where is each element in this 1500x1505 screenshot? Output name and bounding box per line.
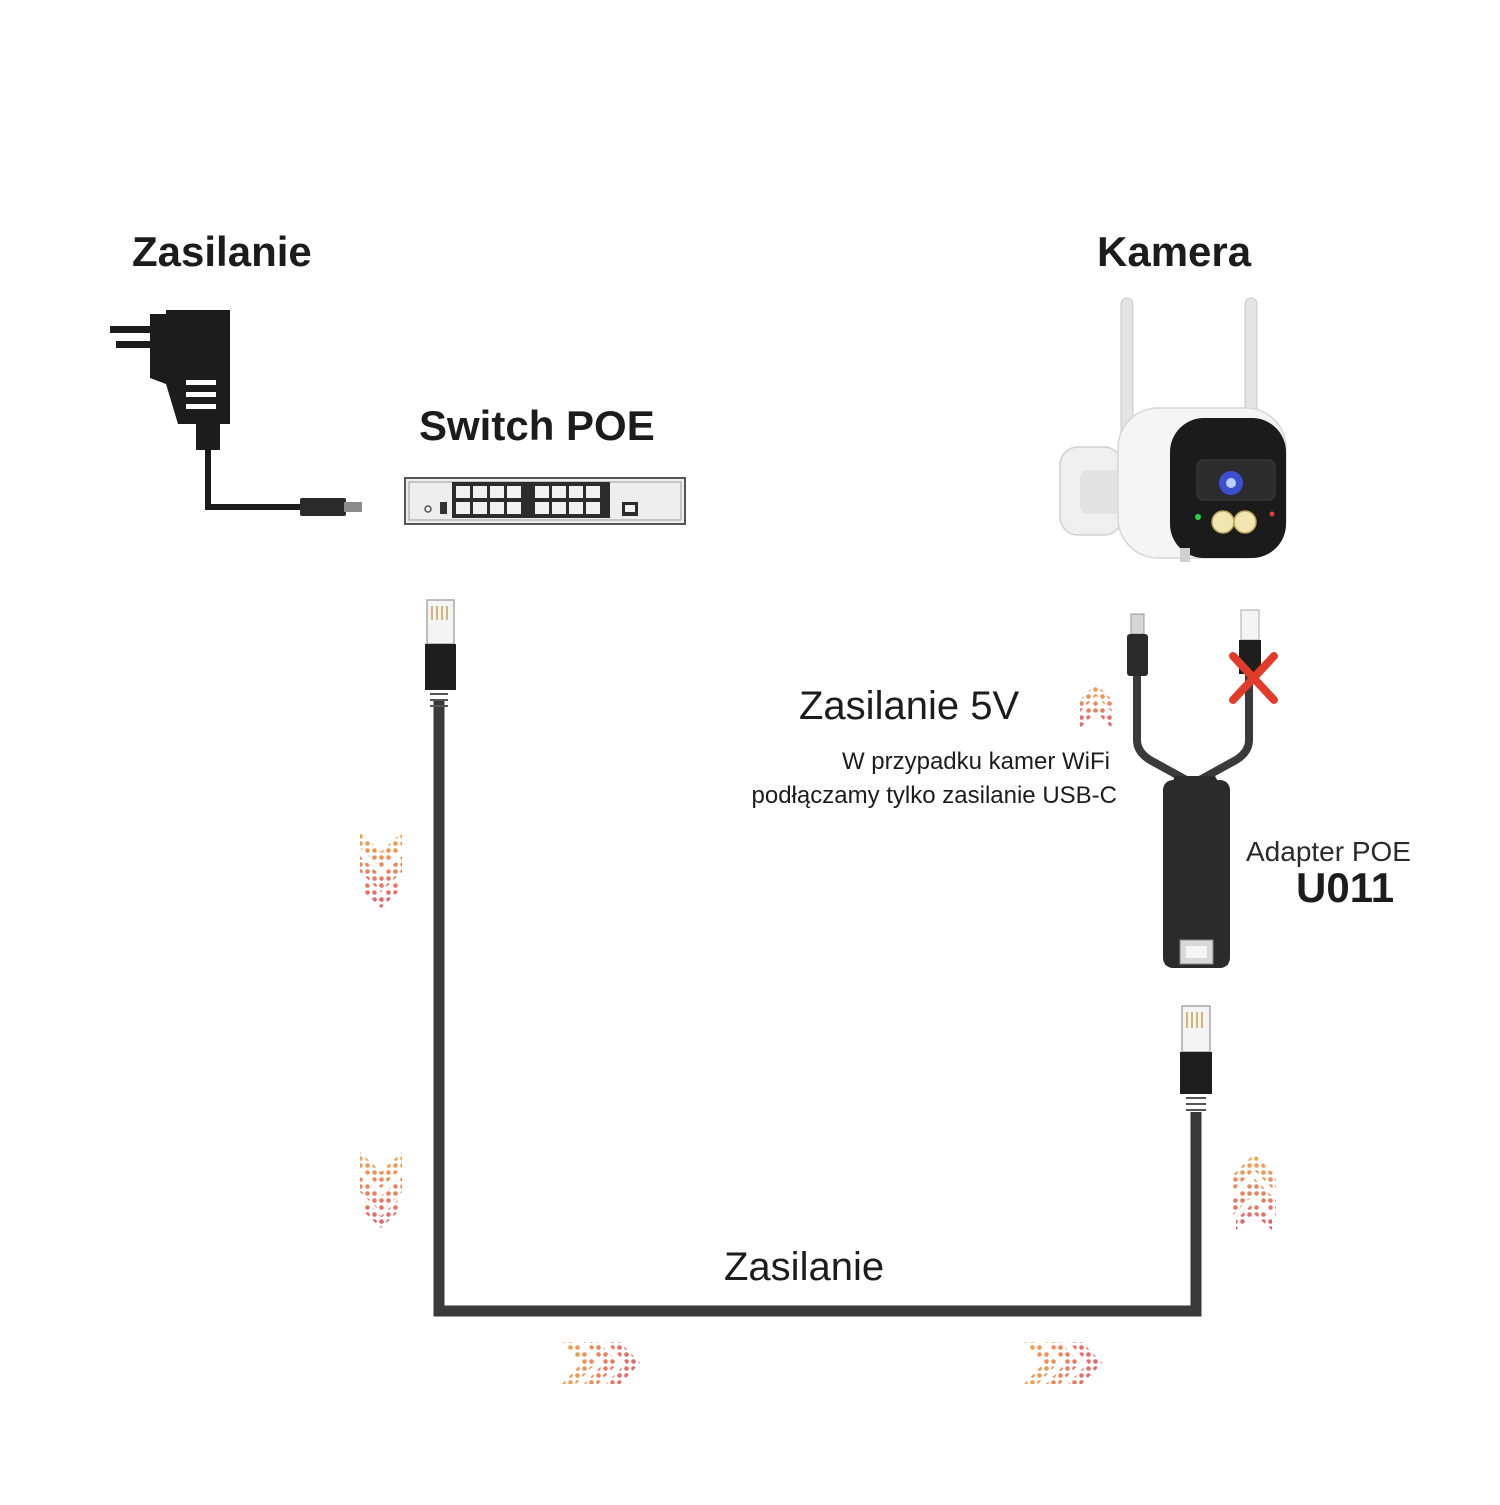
rj45-connector-adapter bbox=[1180, 1005, 1212, 1111]
dotted-chevron-arrow-up-2 bbox=[1080, 684, 1112, 728]
dotted-chevron-arrow-right-2 bbox=[1024, 1342, 1102, 1384]
dotted-chevron-arrow-down-1 bbox=[360, 832, 402, 908]
power-adapter-icon bbox=[110, 310, 362, 516]
switch-label: Switch POE bbox=[419, 402, 655, 449]
red-x-icon bbox=[1229, 652, 1278, 704]
camera-label: Kamera bbox=[1097, 228, 1252, 275]
usb-c-connector-icon bbox=[1127, 613, 1148, 676]
poe-adapter-icon bbox=[1133, 672, 1253, 968]
wifi-note-line-1: W przypadku kamer WiFi bbox=[841, 748, 1110, 775]
main-cable bbox=[433, 700, 1202, 1317]
cable-power-label: Zasilanie bbox=[724, 1245, 885, 1289]
dotted-chevron-arrow-right-1 bbox=[562, 1342, 640, 1384]
wifi-note-line-2: podłączamy tylko zasilanie USB-C bbox=[751, 782, 1117, 809]
dotted-chevron-arrow-up-1 bbox=[1232, 1154, 1276, 1230]
adapter-label: Adapter POE bbox=[1246, 836, 1411, 867]
dotted-chevron-arrow-down-2 bbox=[360, 1152, 402, 1228]
wifi-camera-icon bbox=[1059, 297, 1287, 562]
power-source-label: Zasilanie bbox=[132, 228, 312, 275]
adapter-model-label: U011 bbox=[1296, 864, 1395, 911]
poe-switch-icon bbox=[404, 477, 686, 525]
power-5v-label: Zasilanie 5V bbox=[799, 684, 1020, 728]
rj45-connector-switch bbox=[425, 599, 456, 707]
